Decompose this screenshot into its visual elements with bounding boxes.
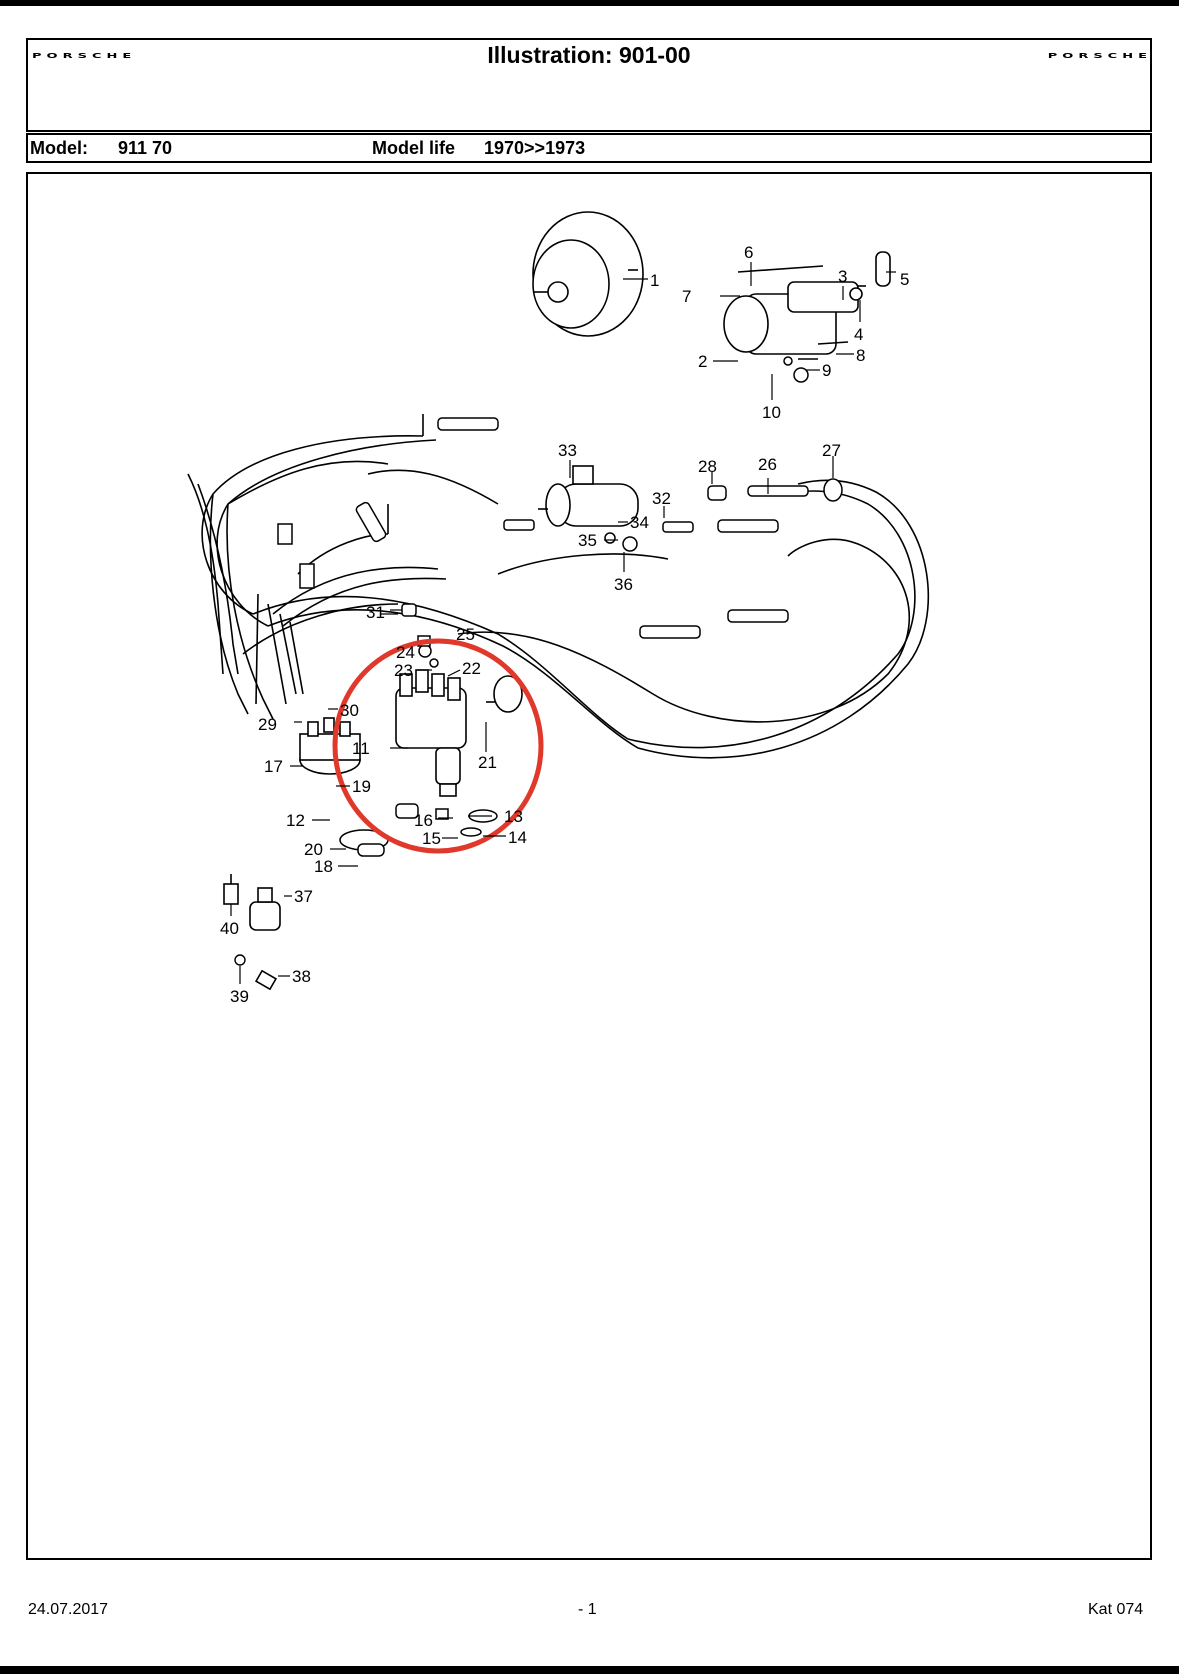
callout-26: 26 (758, 455, 777, 474)
exploded-parts-diagram: 1 2 3 4 5 6 7 8 9 10 11 12 13 14 15 16 1… (187, 211, 930, 1006)
footer-catalog: Kat 074 (1088, 1601, 1144, 1618)
callout-21: 21 (478, 753, 497, 772)
callout-13: 13 (504, 807, 523, 826)
callout-28: 28 (698, 457, 717, 476)
callout-34: 34 (630, 513, 649, 532)
callout-6: 6 (744, 243, 753, 262)
model-value: 911 70 (118, 138, 173, 158)
callout-27: 27 (822, 441, 841, 460)
alternator-part-1 (532, 211, 644, 337)
model-life-label: Model life (372, 138, 456, 158)
callout-18: 18 (314, 857, 333, 876)
callout-2: 2 (698, 352, 707, 371)
callout-25: 25 (456, 625, 475, 644)
bottom-border-bar (0, 1666, 1179, 1674)
starter-motor-part-2 (723, 251, 891, 360)
model-label: Model: (30, 138, 88, 158)
callout-7: 7 (682, 287, 691, 306)
callout-24: 24 (396, 643, 415, 662)
callout-32: 32 (652, 489, 671, 508)
oil-pressure-sender-part-37 (249, 887, 281, 931)
distributor-part-11 (395, 669, 467, 797)
callout-17: 17 (264, 757, 283, 776)
washer-part-39 (234, 954, 246, 966)
callout-38: 38 (292, 967, 311, 986)
callout-39: 39 (230, 987, 249, 1006)
callout-10: 10 (762, 403, 781, 422)
callout-19: 19 (352, 777, 371, 796)
callout-4: 4 (854, 325, 863, 344)
callout-8: 8 (856, 346, 865, 365)
callout-20: 20 (304, 840, 323, 859)
distributor-cap-part-17 (299, 717, 361, 775)
callout-23: 23 (394, 661, 413, 680)
porsche-logo-right: PORSCHE (1047, 52, 1152, 61)
callout-37: 37 (294, 887, 313, 906)
parts-illustration: 1 2 3 4 5 6 7 8 9 10 11 12 13 14 15 16 1… (26, 172, 1152, 1560)
callout-33: 33 (558, 441, 577, 460)
page-title: Illustration: 901-00 (487, 42, 691, 68)
callout-3: 3 (838, 267, 847, 286)
porsche-logo-left: PORSCHE (32, 52, 137, 61)
switch-part-38 (254, 969, 278, 991)
callout-31: 31 (366, 603, 385, 622)
ignition-coil-part-33 (538, 465, 639, 527)
callout-15: 15 (422, 829, 441, 848)
switch-part-40 (223, 874, 239, 905)
top-border-bar (0, 0, 1179, 6)
callout-9: 9 (822, 361, 831, 380)
header-frame: PORSCHE Illustration: 901-00 PORSCHE (26, 38, 1152, 132)
callout-16: 16 (414, 811, 433, 830)
footer-date: 24.07.2017 (28, 1601, 109, 1618)
callout-30: 30 (340, 701, 359, 720)
footer-page-number: - 1 (578, 1601, 597, 1618)
spark-plug-connectors (277, 356, 843, 857)
callout-40: 40 (220, 919, 239, 938)
callout-36: 36 (614, 575, 633, 594)
callout-29: 29 (258, 715, 277, 734)
ignition-wiring-harness (187, 414, 930, 759)
callout-35: 35 (578, 531, 597, 550)
vacuum-unit-part-21 (486, 675, 523, 713)
model-bar: Model: 911 70 Model life 1970>>1973 (26, 133, 1152, 163)
callout-12: 12 (286, 811, 305, 830)
callout-leaders (230, 262, 896, 984)
callout-14: 14 (508, 828, 527, 847)
callout-1: 1 (650, 271, 659, 290)
callout-5: 5 (900, 270, 909, 289)
model-life-value: 1970>>1973 (484, 138, 586, 158)
callout-11: 11 (352, 739, 370, 758)
callout-22: 22 (462, 659, 481, 678)
callout-numbers: 1 2 3 4 5 6 7 8 9 10 11 12 13 14 15 16 1… (220, 243, 909, 1006)
highlight-circle (332, 638, 544, 854)
